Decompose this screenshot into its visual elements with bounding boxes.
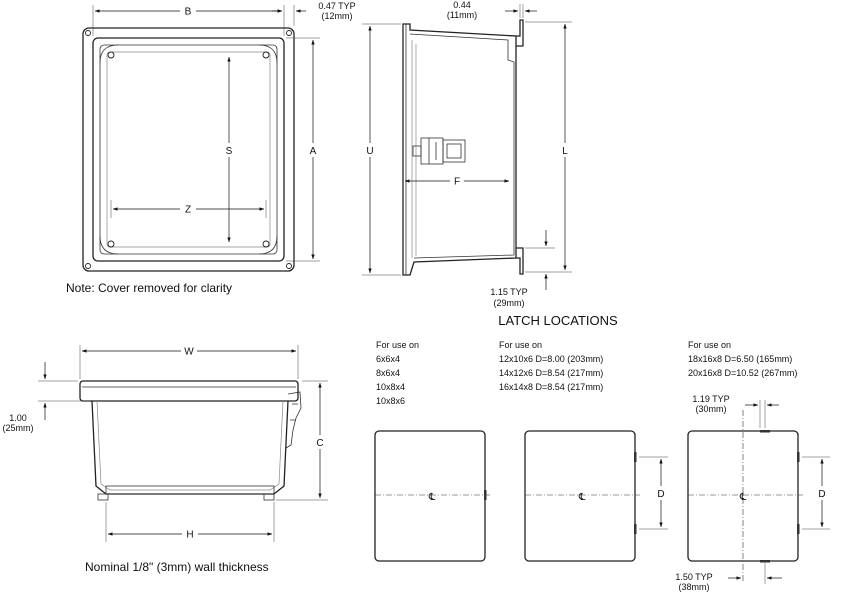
flange-typ-mm-label: (12mm): [322, 11, 353, 21]
latch-group-2: For use on 12x10x6 D=8.00 (203mm) 14x12x…: [499, 340, 668, 562]
dim-l-label: L: [562, 146, 568, 157]
lid-height-label: 1.00: [9, 413, 27, 423]
dim-u: U: [362, 23, 401, 276]
dim-c-label: C: [316, 438, 323, 449]
wall-thickness-note: Nominal 1/8" (3mm) wall thickness: [85, 560, 269, 574]
lid-height-mm-label: (25mm): [3, 423, 34, 433]
group-3-latch-right-top: [797, 452, 800, 462]
latch-group-1: For use on 6x6x4 8x6x4 10x8x4 10x8x6 ℄: [374, 340, 490, 562]
latch-locations-heading: LATCH LOCATIONS: [498, 313, 618, 328]
group-3-bottom-typ-mm-label: (38mm): [679, 582, 710, 592]
dim-f-label: F: [454, 177, 460, 188]
tab-typ-mm-label: (29mm): [494, 298, 525, 308]
group-1-size-4: 10x8x6: [376, 396, 405, 406]
flange-typ-label: 0.47 TYP: [318, 1, 355, 11]
dim-z: Z: [110, 200, 267, 218]
front-view: W C 1.00 (25mm) H Nominal 1/8" (3m: [3, 345, 328, 574]
top-view-inner-wall: [99, 44, 278, 255]
group-3-bottom-typ-label: 1.50 TYP: [675, 572, 712, 582]
group-2-size-1: 12x10x6 D=8.00 (203mm): [499, 354, 603, 364]
group-3-latch-bottom: [760, 560, 770, 563]
dim-tab-thickness: 0.44 (11mm): [447, 0, 537, 20]
group-1-latch: [484, 490, 487, 500]
top-view-flange: [82, 27, 295, 272]
group-2-size-3: 16x14x8 D=8.54 (217mm): [499, 382, 603, 392]
front-view-latch: [285, 391, 302, 449]
group-2-d-label: D: [657, 489, 664, 500]
group-3-title: For use on: [688, 340, 731, 350]
dim-b: B: [92, 5, 285, 36]
dim-s: S: [226, 56, 233, 243]
side-view-top-tab: [516, 19, 524, 47]
dim-flange-typ: 0.47 TYP (12mm): [272, 1, 356, 26]
dim-h: H: [105, 502, 275, 542]
dim-w: W: [79, 345, 299, 379]
group-2-enclosure-outline: [524, 430, 636, 562]
group-1-title: For use on: [376, 340, 419, 350]
dim-f: F: [404, 177, 510, 188]
group-3-top-typ-mm-label: (30mm): [696, 404, 727, 414]
side-view-bottom-tab: [516, 247, 524, 275]
side-view: U F 0.44 (11mm) L: [362, 0, 572, 308]
dim-s-label: S: [226, 146, 233, 157]
group-3-latch-right-bottom: [797, 524, 800, 534]
dim-w-label: W: [184, 347, 194, 358]
group-2-title: For use on: [499, 340, 542, 350]
group-3-latch-top: [760, 430, 770, 433]
side-view-latch: [412, 137, 466, 165]
tab-thickness-mm-label: (11mm): [447, 10, 477, 20]
latch-group-3: For use on 18x16x8 D=6.50 (165mm) 20x16x…: [675, 340, 830, 592]
tab-typ-label: 1.15 TYP: [490, 287, 527, 297]
group-1-size-3: 10x8x4: [376, 382, 405, 392]
dim-z-label: Z: [185, 205, 191, 216]
top-view-floor: [106, 51, 271, 248]
side-view-body: [402, 23, 517, 276]
group-2-size-2: 14x12x6 D=8.54 (217mm): [499, 368, 603, 378]
tab-thickness-label: 0.44: [453, 0, 471, 10]
dim-c: C: [276, 380, 328, 501]
group-3-centerline: ℄: [739, 492, 747, 503]
dim-tab-typ: 1.15 TYP (29mm): [490, 230, 555, 308]
group-1-size-2: 8x6x4: [376, 368, 400, 378]
top-view: B 0.47 TYP (12mm) A S: [66, 1, 356, 295]
front-view-lid-rim: [79, 380, 299, 402]
dim-lid-height: 1.00 (25mm): [3, 362, 90, 433]
group-3-d-label: D: [818, 489, 825, 500]
group-3-size-2: 20x16x8 D=10.52 (267mm): [688, 368, 797, 378]
group-3-top-typ-label: 1.19 TYP: [692, 394, 729, 404]
top-view-rim: [92, 37, 285, 262]
dim-u-label: U: [366, 146, 373, 157]
corner-bosses: [99, 44, 278, 255]
cover-removed-note: Note: Cover removed for clarity: [66, 281, 232, 295]
dim-b-label: B: [185, 7, 192, 18]
dim-h-label: H: [186, 530, 193, 541]
front-view-body: [91, 400, 289, 495]
dim-a-label: A: [310, 146, 317, 157]
dim-l: L: [525, 21, 572, 273]
group-2-centerline: ℄: [578, 492, 586, 503]
group-1-centerline: ℄: [428, 492, 436, 503]
group-3-size-1: 18x16x8 D=6.50 (165mm): [688, 354, 792, 364]
flange-mounting-holes: [85, 30, 292, 269]
dim-a: A: [286, 37, 320, 262]
latch-locations: LATCH LOCATIONS For use on 6x6x4 8x6x4 1…: [374, 313, 830, 592]
group-1-size-1: 6x6x4: [376, 354, 400, 364]
group-2-latch-top: [634, 452, 637, 462]
group-2-latch-bottom: [634, 524, 637, 534]
